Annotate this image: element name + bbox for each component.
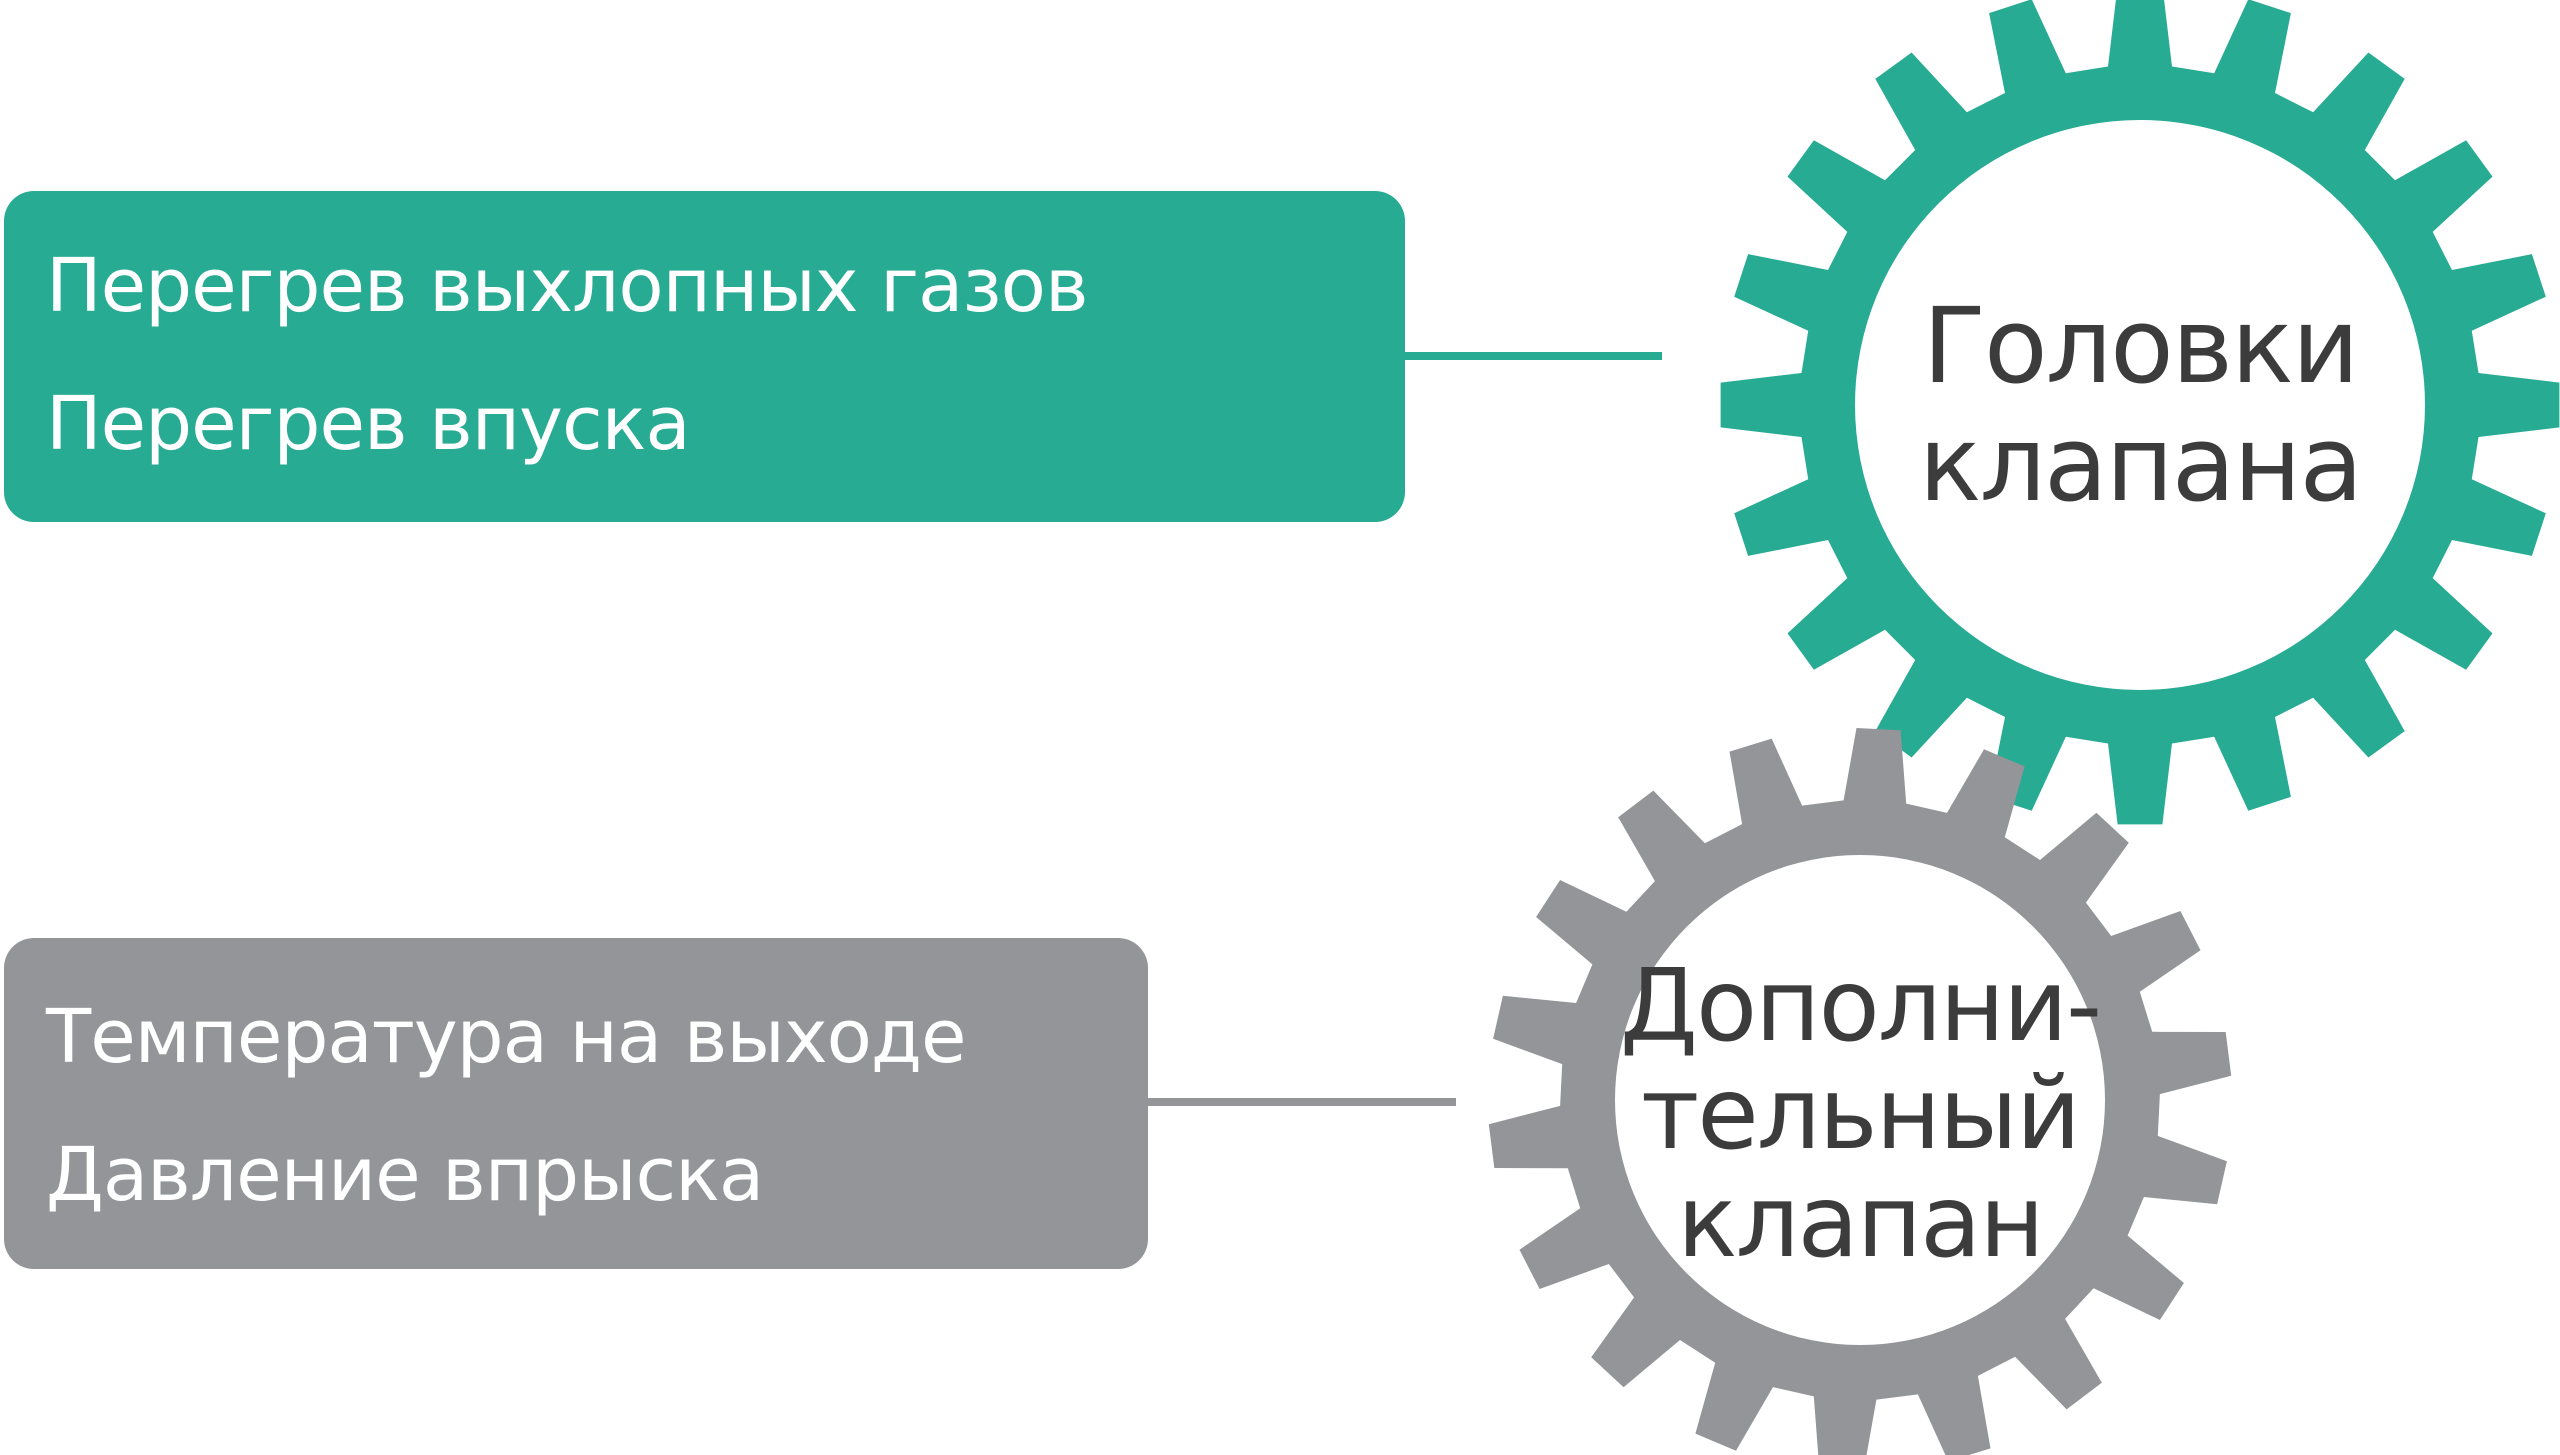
injection-pressure-label: Давление впрыска — [46, 1132, 764, 1218]
secondary-gear-label-line: тельный — [1641, 1055, 2081, 1172]
secondary-gear-icon — [1488, 728, 2232, 1455]
exhaust-overheat-label: Перегрев выхлопных газов — [46, 243, 1089, 329]
main-gear-hub-icon — [1855, 120, 2425, 690]
gray-info-box: Температура на выходе Давление впрыска — [4, 938, 1148, 1269]
secondary-gear-hub-icon — [1615, 855, 2105, 1345]
secondary-gear-label-line: Дополни- — [1619, 947, 2102, 1064]
main-gear-icon — [1720, 0, 2560, 825]
outlet-temperature-label: Температура на выходе — [46, 994, 967, 1080]
teal-info-box: Перегрев выхлопных газов Перегрев впуска — [4, 191, 1405, 522]
main-gear-label-line: клапана — [1918, 402, 2363, 525]
teal-connector-line — [1400, 352, 1662, 360]
gray-connector-line — [1144, 1098, 1456, 1106]
main-gear-label: Головки клапана — [1840, 285, 2440, 525]
intake-overheat-label: Перегрев впуска — [46, 381, 691, 467]
main-gear-label-line: Головки — [1922, 285, 2360, 407]
secondary-gear-label: Дополни- тельный клапан — [1560, 952, 2160, 1276]
secondary-gear-label-line: клапан — [1677, 1163, 2045, 1280]
